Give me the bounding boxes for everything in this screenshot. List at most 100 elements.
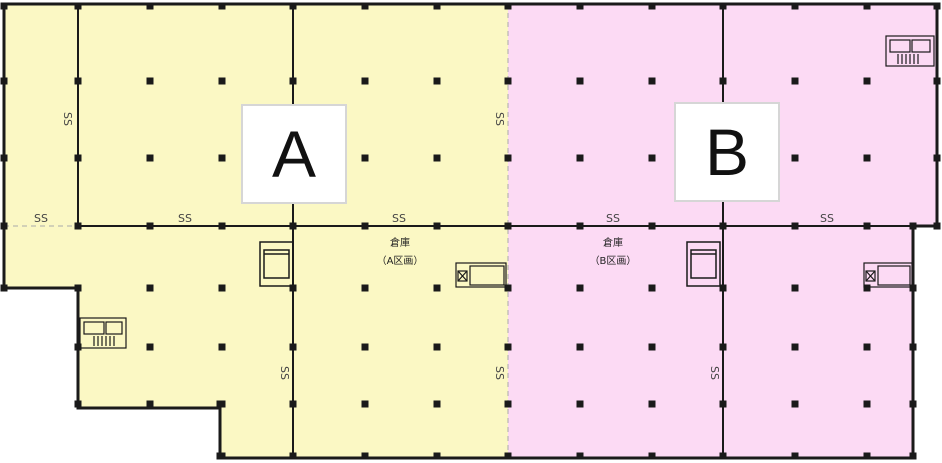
room-b-name: 倉庫 xyxy=(603,236,623,249)
column xyxy=(504,154,512,162)
column xyxy=(719,400,727,408)
column xyxy=(218,77,226,85)
column xyxy=(218,343,226,351)
column xyxy=(433,77,441,85)
elevator-icon xyxy=(686,241,721,287)
column xyxy=(719,343,727,351)
column xyxy=(863,222,871,230)
column xyxy=(576,154,584,162)
zone-a-area xyxy=(4,4,508,458)
ss-label: SS xyxy=(820,212,834,225)
column xyxy=(791,452,799,460)
column xyxy=(909,284,917,292)
column xyxy=(863,452,871,460)
column xyxy=(216,452,224,460)
column xyxy=(719,284,727,292)
column xyxy=(433,284,441,292)
column xyxy=(863,400,871,408)
column xyxy=(504,222,512,230)
column xyxy=(576,222,584,230)
column xyxy=(74,284,82,292)
column xyxy=(361,154,369,162)
column xyxy=(146,222,154,230)
ss-label: SS xyxy=(178,212,192,225)
column xyxy=(791,222,799,230)
column xyxy=(289,77,297,85)
column xyxy=(74,343,82,351)
zone-a-label: A xyxy=(241,104,347,204)
stair-unit-icon xyxy=(455,262,507,288)
column xyxy=(218,2,226,10)
column xyxy=(361,77,369,85)
column xyxy=(791,343,799,351)
column xyxy=(0,154,8,162)
column xyxy=(576,284,584,292)
column xyxy=(289,343,297,351)
column xyxy=(289,222,297,230)
column xyxy=(433,452,441,460)
column xyxy=(289,452,297,460)
column xyxy=(909,343,917,351)
column xyxy=(433,154,441,162)
column xyxy=(648,343,656,351)
column xyxy=(216,400,224,408)
column xyxy=(504,343,512,351)
stair-unit-icon xyxy=(863,262,913,288)
column xyxy=(146,284,154,292)
column xyxy=(433,2,441,10)
column xyxy=(218,284,226,292)
ss-label: SS xyxy=(61,112,74,126)
column xyxy=(504,452,512,460)
column xyxy=(433,222,441,230)
column xyxy=(791,2,799,10)
column xyxy=(433,400,441,408)
column xyxy=(0,284,8,292)
column xyxy=(218,222,226,230)
ss-label: SS xyxy=(34,212,48,225)
column xyxy=(791,284,799,292)
column xyxy=(648,400,656,408)
stair-unit-icon xyxy=(885,35,935,67)
column xyxy=(648,284,656,292)
elevator-icon xyxy=(259,241,294,287)
column xyxy=(909,452,917,460)
column xyxy=(504,400,512,408)
column xyxy=(504,77,512,85)
column xyxy=(576,400,584,408)
column xyxy=(719,222,727,230)
column xyxy=(719,452,727,460)
ss-label: SS xyxy=(278,366,291,380)
column xyxy=(146,343,154,351)
column xyxy=(361,452,369,460)
column xyxy=(863,77,871,85)
column xyxy=(791,400,799,408)
column xyxy=(74,222,82,230)
column xyxy=(933,222,941,230)
column xyxy=(74,2,82,10)
column xyxy=(218,154,226,162)
column xyxy=(863,2,871,10)
column xyxy=(576,2,584,10)
column xyxy=(863,154,871,162)
column xyxy=(0,2,8,10)
column xyxy=(361,222,369,230)
column xyxy=(504,2,512,10)
column xyxy=(361,343,369,351)
room-b-area: （B区画） xyxy=(590,255,637,267)
column xyxy=(576,452,584,460)
column xyxy=(0,77,8,85)
column xyxy=(863,284,871,292)
column xyxy=(791,154,799,162)
column xyxy=(933,154,941,162)
column xyxy=(433,343,441,351)
column xyxy=(648,77,656,85)
ss-label: SS xyxy=(493,112,506,126)
column xyxy=(146,154,154,162)
column xyxy=(648,2,656,10)
stair-unit-icon xyxy=(79,317,127,349)
column xyxy=(648,452,656,460)
column xyxy=(289,400,297,408)
column xyxy=(648,222,656,230)
